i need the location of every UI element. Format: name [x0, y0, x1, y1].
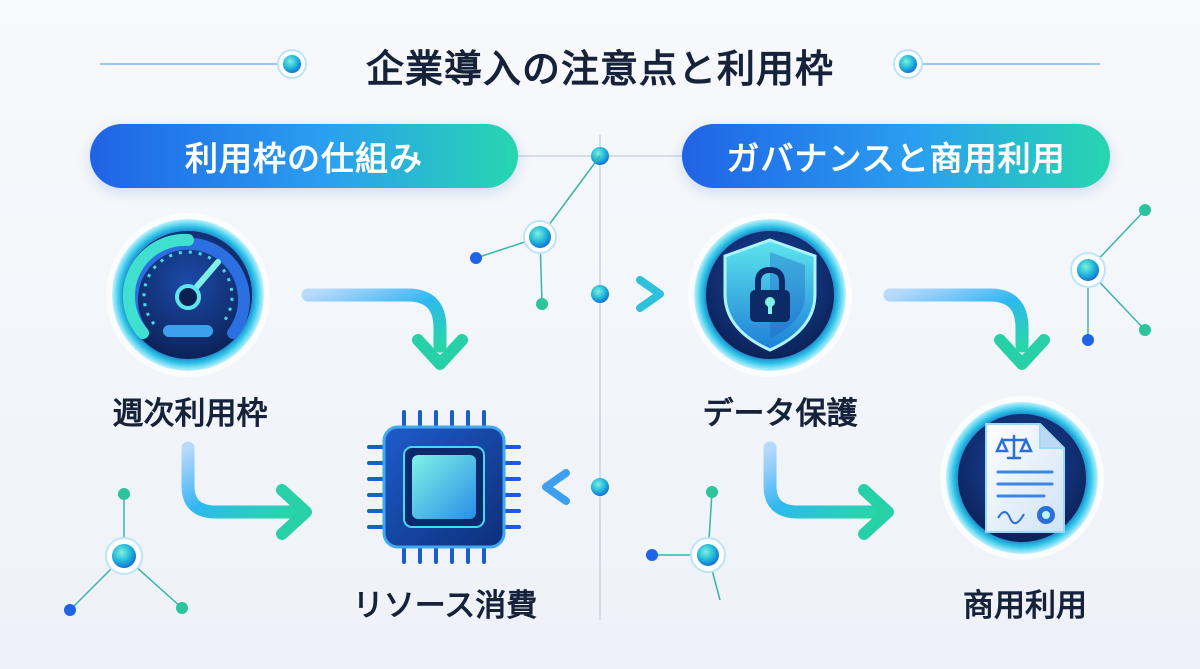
- title-decoration-right: [893, 49, 1100, 79]
- cpu-chip-icon: [367, 410, 521, 564]
- network-decoration-bottom-left: [64, 488, 188, 616]
- section-heading-quota: 利用枠の仕組み: [90, 124, 518, 188]
- node-label-data-protection: データ保護: [702, 396, 858, 432]
- network-decoration-bottom-center: [646, 486, 726, 601]
- shield-lock-icon: [688, 213, 852, 377]
- arrow-weekly-to-resource-top: [301, 288, 468, 370]
- divider-node-middle: [591, 285, 609, 303]
- arrow-divider-right: [609, 276, 664, 312]
- arrow-data-to-commercial-top: [883, 288, 1050, 370]
- node-label-weekly-quota: 週次利用枠: [112, 396, 268, 432]
- speedometer-icon: [106, 213, 270, 377]
- node-label-commercial-use: 商用利用: [963, 588, 1087, 624]
- page-title: 企業導入の注意点と利用枠: [365, 47, 834, 91]
- section-heading-governance: ガバナンスと商用利用: [682, 124, 1110, 188]
- center-divider: [518, 135, 682, 620]
- arrow-divider-left: [542, 469, 595, 505]
- title-decoration-left: [100, 49, 307, 79]
- document-icon: [940, 396, 1104, 560]
- divider-node-bottom: [591, 478, 609, 496]
- network-decoration-top-right: [1070, 204, 1151, 346]
- arrow-data-to-commercial-bottom: [763, 441, 894, 540]
- arrow-weekly-to-resource-bottom: [181, 441, 312, 540]
- network-decoration-top-center: [470, 155, 601, 310]
- node-label-resource-consumption: リソース消費: [352, 588, 538, 624]
